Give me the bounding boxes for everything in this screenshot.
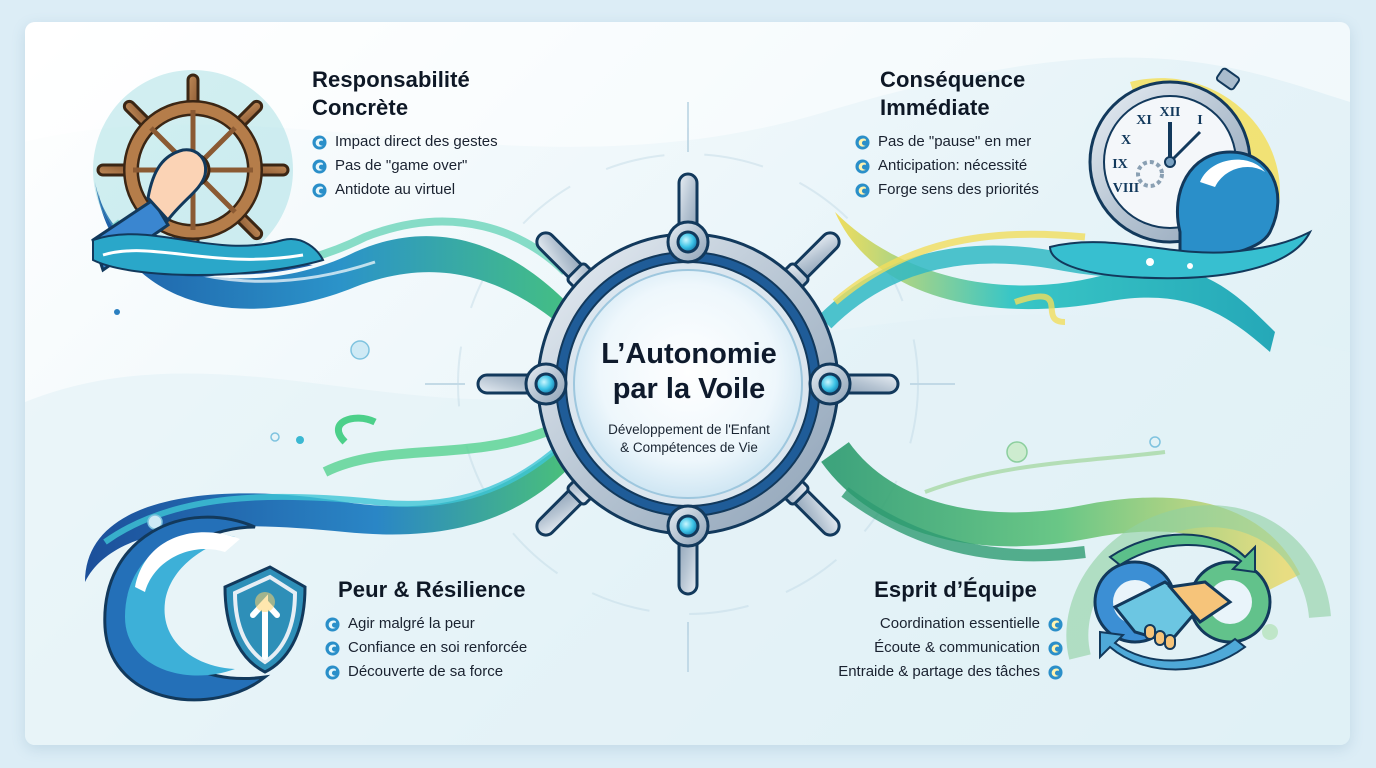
quadrant-list: Coordination essentielle Écoute & commun…	[795, 612, 1063, 684]
list-item: Écoute & communication	[795, 636, 1063, 660]
svg-text:XI: XI	[1136, 113, 1152, 128]
wave-bullet-icon	[855, 182, 870, 198]
quadrant-peur-resilience: Peur & Résilience Agir malgré la peur Co…	[325, 576, 527, 684]
wave-bullet-icon	[312, 134, 327, 150]
wave-bullet-icon	[325, 616, 340, 632]
wave-bullet-icon	[312, 158, 327, 174]
wave-bullet-icon	[325, 664, 340, 680]
handshake-gears-icon	[1066, 505, 1331, 671]
quadrant-title: Conséquence Immédiate	[880, 67, 1026, 120]
ship-wheel-hand-icon	[91, 70, 325, 278]
quadrant-consequence: Conséquence Immédiate Pas de "pause" en …	[855, 66, 1039, 202]
svg-text:IX: IX	[1112, 157, 1128, 172]
list-item: Pas de "pause" en mer	[855, 130, 1039, 154]
wave-bullet-icon	[1048, 640, 1063, 656]
list-item: Antidote au virtuel	[312, 178, 498, 202]
quadrant-responsabilite: Responsabilité Concrète Impact direct de…	[312, 66, 498, 202]
list-item: Anticipation: nécessité	[855, 154, 1039, 178]
wave-bullet-icon	[855, 158, 870, 174]
quadrant-list: Pas de "pause" en mer Anticipation: néce…	[855, 130, 1039, 202]
list-item: Découverte de sa force	[325, 660, 527, 684]
quadrant-list: Agir malgré la peur Confiance en soi ren…	[325, 612, 527, 684]
ship-wheel-icon	[476, 172, 900, 596]
wave-shield-icon	[103, 515, 307, 702]
quadrant-title: Responsabilité Concrète	[312, 67, 470, 120]
svg-text:XII: XII	[1159, 105, 1180, 120]
list-item: Impact direct des gestes	[312, 130, 498, 154]
list-item: Forge sens des priorités	[855, 178, 1039, 202]
quadrant-list: Impact direct des gestes Pas de "game ov…	[312, 130, 498, 202]
list-item: Pas de "game over"	[312, 154, 498, 178]
wave-bullet-icon	[312, 182, 327, 198]
background-waves-illustration: XII XI X IX VIII I	[25, 22, 1350, 745]
svg-text:VIII: VIII	[1113, 181, 1139, 196]
quadrant-esprit-equipe: Esprit d’Équipe Coordination essentielle…	[795, 576, 1063, 684]
wave-bullet-icon	[1048, 616, 1063, 632]
wave-bullet-icon	[1048, 664, 1063, 680]
svg-text:X: X	[1121, 133, 1131, 148]
wave-bullet-icon	[325, 640, 340, 656]
quadrant-title: Peur & Résilience	[338, 577, 526, 602]
list-item: Agir malgré la peur	[325, 612, 527, 636]
list-item: Entraide & partage des tâches	[795, 660, 1063, 684]
quadrant-title: Esprit d’Équipe	[874, 577, 1037, 602]
svg-text:I: I	[1197, 113, 1202, 128]
wave-bullet-icon	[855, 134, 870, 150]
list-item: Coordination essentielle	[795, 612, 1063, 636]
stopwatch-wave-icon: XII XI X IX VIII I	[1048, 67, 1313, 280]
list-item: Confiance en soi renforcée	[325, 636, 527, 660]
infographic-card: XII XI X IX VIII I	[25, 22, 1350, 745]
